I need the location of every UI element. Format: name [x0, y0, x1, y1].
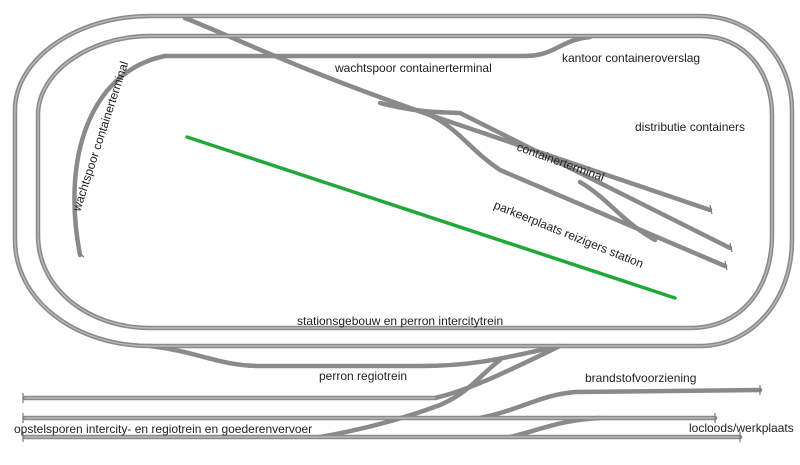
label-parkeerplaats: parkeerplaats reizigers station [492, 198, 646, 271]
siding-wachtspoor-top [162, 34, 593, 59]
terminal-track-2 [427, 112, 728, 269]
locloods-connector [507, 415, 603, 440]
label-brandstof: brandstofvoorziening [585, 371, 696, 385]
opstelspoor-1 [22, 343, 563, 401]
opstelspoor-cores [24, 397, 741, 438]
label-wachtspoor-left: wachtspoor containerterminal [69, 60, 131, 214]
green-marker-line [185, 135, 677, 300]
label-kantoor: kantoor containeroverslag [562, 51, 700, 65]
station-regiotrein-track [147, 343, 563, 369]
label-distributie: distributie containers [635, 120, 745, 134]
label-locloods: locloods/werkplaats [689, 421, 794, 435]
label-wachtspoor-top: wachtspoor containerterminal [334, 61, 492, 75]
siding-wachtspoor-left [72, 53, 168, 258]
label-perron-regiotrein: perron regiotrein [319, 369, 407, 383]
bumper-stops [22, 204, 761, 442]
crossover-left [317, 357, 503, 440]
outer-loop-core [14, 15, 793, 347]
terminal-track-3 [577, 179, 658, 243]
middle-loop-track [35, 33, 775, 331]
terminal-track-1 [377, 100, 733, 251]
diagonal-main-track [182, 15, 713, 213]
label-containerterminal: containerterminal [515, 140, 606, 185]
label-opstelsporen: opstelsporen intercity- en regiotrein en… [14, 422, 312, 436]
crossover-right [477, 387, 763, 421]
track-network [12, 13, 795, 442]
label-stationsgebouw: stationsgebouw en perron intercitytrein [297, 314, 503, 328]
middle-loop-core [37, 35, 773, 329]
